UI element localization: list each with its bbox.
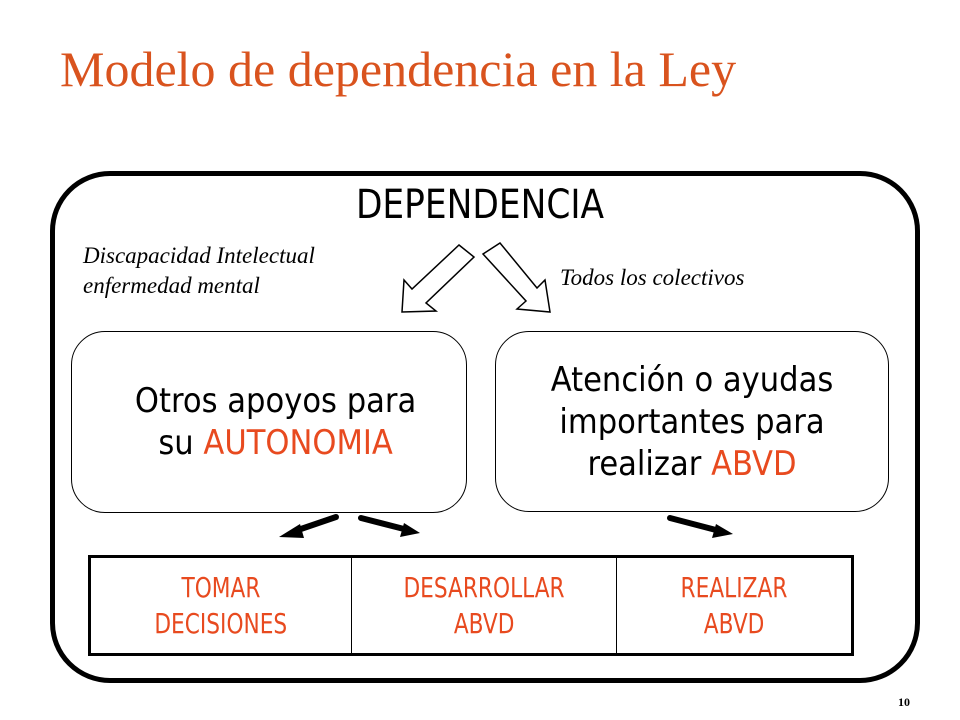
left-box-text: Otros apoyos para su AUTONOMIA [122, 380, 416, 464]
arrow-right-box-shaft [667, 515, 719, 533]
arrow-left-bold-shaft [292, 514, 339, 534]
left-box-prefix: su [158, 423, 204, 463]
cell-line-2: ABVD [703, 606, 765, 640]
left-branch-note: Discapacidad Intelectual enfermedad ment… [83, 241, 315, 301]
right-box-abvd: Atención o ayudas importantes para reali… [495, 331, 889, 512]
arrow-to-right-box [481, 242, 551, 313]
cell-line-2: DECISIONES [154, 606, 288, 640]
slide-title: Modelo de dependencia en la Ley [60, 41, 737, 97]
left-box-autonomia: Otros apoyos para su AUTONOMIA [71, 331, 467, 513]
left-note-line-1: Discapacidad Intelectual [83, 243, 315, 268]
left-box-line-1: Otros apoyos para [134, 381, 416, 421]
right-box-accent: ABVD [711, 443, 797, 484]
right-box-text: Atención o ayudas importantes para reali… [551, 359, 834, 485]
left-box-accent: AUTONOMIA [203, 423, 393, 463]
arrow-left-bold-head [279, 524, 304, 538]
arrow-right-bold-shaft [358, 515, 407, 532]
right-branch-note: Todos los colectivos [560, 265, 745, 290]
arrow-right-box-head [712, 524, 733, 538]
dependency-frame [50, 171, 920, 683]
cell-line-1: TOMAR [181, 570, 261, 604]
left-note-line-2: enfermedad mental [83, 273, 260, 298]
right-box-line-3: realizar ABVD [551, 443, 834, 485]
cell-line-1: REALIZAR [680, 570, 788, 604]
right-box-line-1: Atención o ayudas [550, 359, 834, 400]
right-box-prefix: realizar [587, 443, 712, 484]
dependency-heading: DEPENDENCIA [355, 182, 605, 228]
cell-line-2: ABVD [453, 606, 515, 640]
arrow-to-left-box [401, 244, 476, 313]
page-number: 10 [898, 695, 910, 709]
left-box-line-2: su AUTONOMIA [135, 422, 416, 464]
arrow-right-bold-head [400, 523, 420, 537]
right-box-line-2: importantes para [559, 401, 825, 442]
cell-line-1: DESARROLLAR [403, 570, 565, 604]
